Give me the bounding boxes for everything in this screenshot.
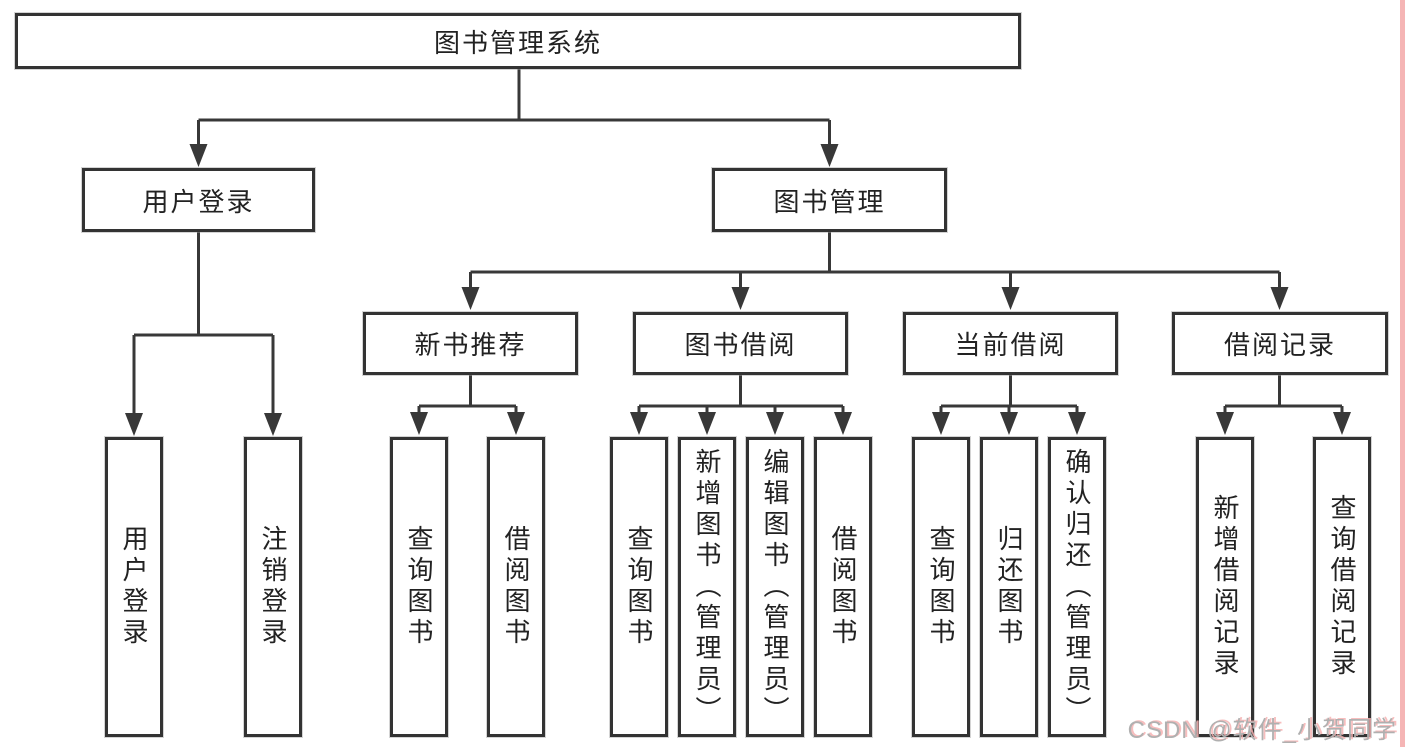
node-query-books-borrowing: 查询图书 <box>610 437 668 737</box>
connector-user-login <box>132 232 275 415</box>
node-borrowing-records: 借阅记录 <box>1172 312 1388 375</box>
node-query-borrow-record: 查询借阅记录 <box>1313 437 1371 737</box>
node-label: 借阅记录 <box>1223 330 1336 360</box>
node-label: 查询图书 <box>926 525 956 649</box>
node-label: 用户登录 <box>119 525 149 649</box>
node-user-login: 用户登录 <box>105 437 163 737</box>
node-label: 借阅图书 <box>828 525 858 649</box>
node-book-borrowing: 图书借阅 <box>633 312 848 375</box>
connector-book-borrowing <box>637 375 845 414</box>
node-label: 借阅图书 <box>501 525 531 649</box>
node-label: 编辑图书（管理员） <box>760 447 790 727</box>
node-book-management: 图书管理 <box>712 168 947 232</box>
node-new-book-recommend: 新书推荐 <box>363 312 578 375</box>
node-logout: 注销登录 <box>244 437 302 737</box>
arrowheads <box>125 144 1351 436</box>
node-label: 查询借阅记录 <box>1327 494 1357 680</box>
node-borrow-books-borrowing: 借阅图书 <box>814 437 872 737</box>
node-add-borrow-record: 新增借阅记录 <box>1196 437 1254 737</box>
node-label: 当前借阅 <box>954 330 1067 360</box>
node-label: 新增借阅记录 <box>1210 494 1240 680</box>
node-current-borrowing: 当前借阅 <box>903 312 1118 375</box>
node-add-books-admin: 新增图书（管理员） <box>678 437 736 737</box>
node-label: 查询图书 <box>624 525 654 649</box>
node-label: 图书管理 <box>773 186 886 217</box>
connector-current-borrowing <box>939 375 1079 414</box>
csdn-watermark: CSDN @软件_小贺同学 <box>1127 717 1397 744</box>
connector-paths <box>132 69 1344 415</box>
node-label: 新书推荐 <box>414 330 527 360</box>
right-edge-highlight-strip <box>1400 0 1405 747</box>
node-label: 图书借阅 <box>684 330 797 360</box>
node-label: 注销登录 <box>258 525 288 649</box>
node-borrow-books-recommend: 借阅图书 <box>487 437 545 737</box>
connector-new-book-recommend <box>417 375 518 414</box>
node-label: 新增图书（管理员） <box>692 447 722 727</box>
node-label: 用户登录 <box>142 186 255 217</box>
node-book-management-system: 图书管理系统 <box>15 13 1021 69</box>
node-edit-books-admin: 编辑图书（管理员） <box>746 437 804 737</box>
node-label: 归还图书 <box>994 525 1024 649</box>
node-label: 确认归还（管理员） <box>1062 447 1092 727</box>
connector-root <box>197 69 831 146</box>
node-user-login-group: 用户登录 <box>82 168 315 232</box>
node-confirm-return-admin: 确认归还（管理员） <box>1048 437 1106 737</box>
node-label: 查询图书 <box>404 525 434 649</box>
node-label: 图书管理系统 <box>433 27 602 58</box>
node-return-books: 归还图书 <box>980 437 1038 737</box>
node-query-books-current: 查询图书 <box>912 437 970 737</box>
node-query-books-recommend: 查询图书 <box>390 437 448 737</box>
connector-borrowing-records <box>1223 375 1344 414</box>
connector-book-management <box>469 232 1281 289</box>
